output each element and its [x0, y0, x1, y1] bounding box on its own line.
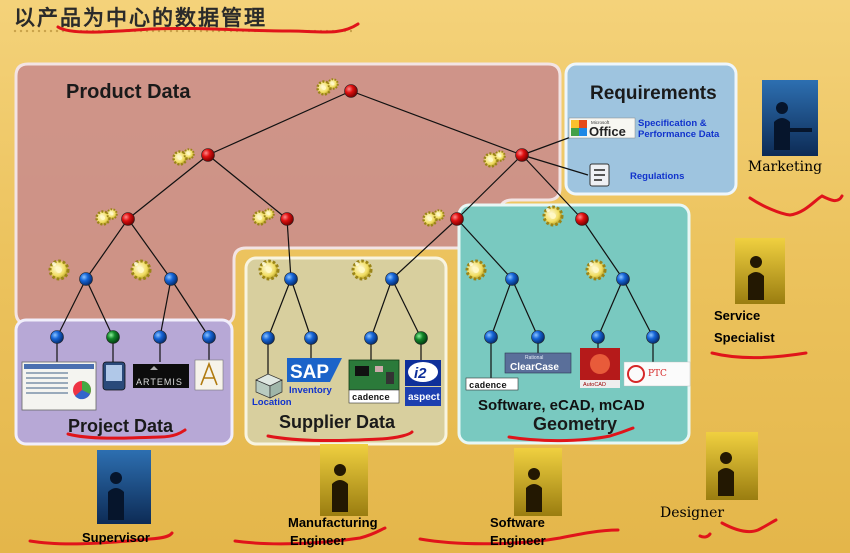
- node-leaf: [261, 331, 275, 345]
- svg-text:Rational: Rational: [525, 355, 543, 361]
- geometry-title: Geometry: [533, 414, 617, 434]
- title-dotted-rule: [12, 28, 352, 34]
- red-ink-annotations: [28, 22, 844, 546]
- node-root: [344, 84, 358, 98]
- node-level1: [201, 148, 215, 162]
- clearcase-logo: Rational ClearCase: [504, 352, 572, 374]
- node-level3: [616, 272, 630, 286]
- requirements-region: [564, 62, 738, 196]
- node-level3: [385, 272, 399, 286]
- node-level1: [515, 148, 529, 162]
- requirements-title: Requirements: [590, 83, 717, 104]
- drafting-tool-icon: [194, 359, 224, 391]
- svg-text:Microsoft: Microsoft: [591, 120, 610, 125]
- node-leaf: [646, 330, 660, 344]
- role-supervisor: Supervisor: [82, 530, 150, 545]
- node-leaf: [106, 330, 120, 344]
- regulations-icon: [589, 163, 610, 187]
- node-level2: [575, 212, 589, 226]
- cadence-logo-supplier: cadence: [348, 389, 400, 404]
- svg-text:AutoCAD: AutoCAD: [583, 382, 606, 388]
- geometry-subtitle: Software, eCAD, mCAD: [478, 397, 645, 414]
- product-data-title: Product Data: [66, 81, 191, 103]
- node-level2: [280, 212, 294, 226]
- role-software-line1: Software: [490, 515, 545, 530]
- supplier-data-title: Supplier Data: [279, 412, 396, 432]
- circuit-board-icon: [348, 359, 400, 391]
- designer-person-icon: [706, 432, 758, 500]
- location-label: Location: [252, 397, 292, 408]
- node-leaf: [364, 331, 378, 345]
- svg-text:ARTEMIS: ARTEMIS: [136, 377, 183, 387]
- autocad-logo: AutoCAD: [580, 348, 620, 388]
- svg-text:aspect: aspect: [408, 392, 440, 403]
- node-leaf: [304, 331, 318, 345]
- role-marketing: Marketing: [747, 159, 823, 175]
- node-level2: [121, 212, 135, 226]
- tree-nodes: [50, 84, 660, 345]
- node-level3: [284, 272, 298, 286]
- software-person-icon: [514, 448, 562, 516]
- node-level3: [505, 272, 519, 286]
- role-designer: Designer: [660, 505, 725, 521]
- role-manufacturing-line1: Manufacturing: [288, 515, 378, 530]
- service-person-icon: [735, 238, 785, 304]
- node-leaf: [591, 330, 605, 344]
- node-level3: [79, 272, 93, 286]
- page-title: 以产品为中心的数据管理: [14, 5, 267, 30]
- node-level2: [450, 212, 464, 226]
- node-leaf: [484, 330, 498, 344]
- svg-text:cadence: cadence: [352, 393, 390, 403]
- role-service-line1: Service: [714, 308, 761, 323]
- node-leaf: [414, 331, 428, 345]
- node-leaf: [153, 330, 167, 344]
- project-data-title: Project Data: [68, 416, 174, 436]
- role-service-line2: Specialist: [714, 330, 775, 345]
- sap-logo: SAP: [287, 358, 342, 383]
- svg-text:cadence: cadence: [469, 381, 507, 391]
- ptc-logo: PTC: [623, 361, 691, 387]
- spreadsheet-icon: [21, 361, 97, 411]
- svg-text:SAP: SAP: [290, 362, 329, 383]
- svg-text:PTC: PTC: [648, 369, 667, 379]
- regulations-label: Regulations: [630, 171, 684, 182]
- role-software-line2: Engineer: [490, 533, 546, 548]
- node-leaf: [531, 330, 545, 344]
- node-leaf: [202, 330, 216, 344]
- node-level3: [164, 272, 178, 286]
- role-manufacturing-line2: Engineer: [290, 533, 346, 548]
- svg-text:i2: i2: [414, 365, 427, 382]
- location-box-icon: [255, 373, 283, 399]
- spec-label-2: Performance Data: [638, 129, 720, 140]
- manufacturing-person-icon: [320, 444, 368, 516]
- cadence-logo-geometry: cadence: [465, 377, 519, 391]
- supervisor-person-icon: [97, 450, 151, 524]
- svg-text:Office: Office: [589, 124, 626, 139]
- pda-icon: [102, 361, 126, 391]
- office-logo: Microsoft Office: [568, 117, 636, 139]
- svg-text:ClearCase: ClearCase: [510, 362, 559, 373]
- marketing-person-icon: [762, 80, 818, 156]
- spec-label: Specification &: [638, 118, 707, 129]
- inventory-label: Inventory: [289, 385, 332, 396]
- artemis-logo: ARTEMIS: [133, 364, 189, 388]
- i2-logo: i2 aspect: [405, 360, 441, 406]
- node-leaf: [50, 330, 64, 344]
